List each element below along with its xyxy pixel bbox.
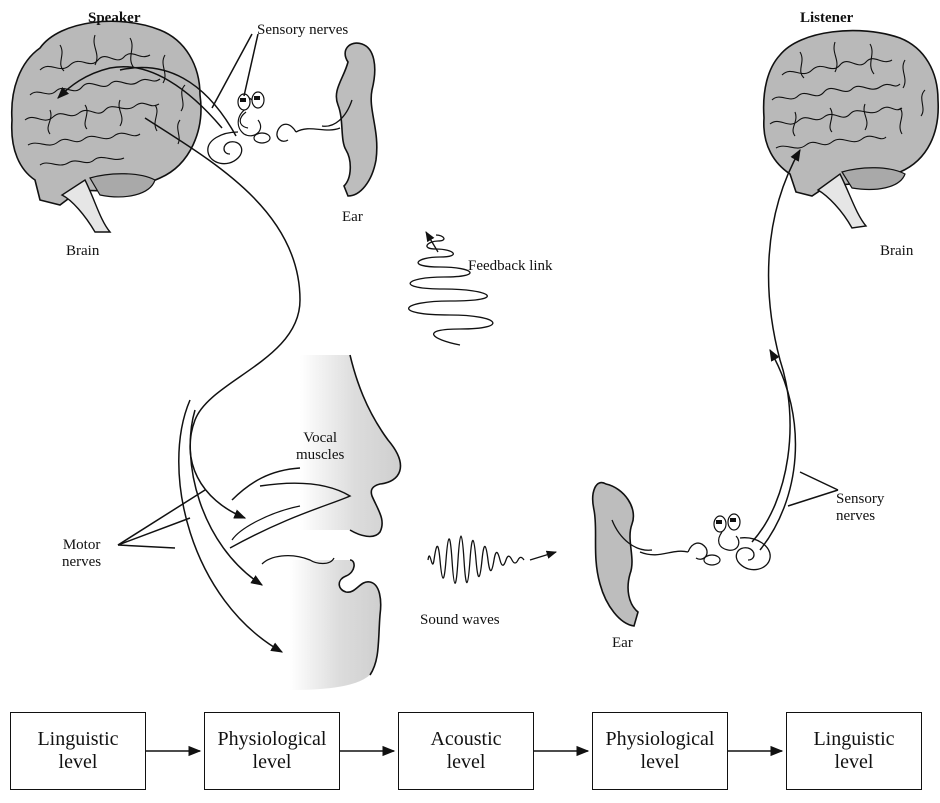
- physiological-level-listener-box: Physiological level: [592, 712, 728, 790]
- listener-ear-icon: [593, 483, 770, 626]
- linguistic-level-speaker-box: Linguistic level: [10, 712, 146, 790]
- motor-nerve-2: [190, 410, 262, 585]
- ear-top-label: Ear: [342, 209, 363, 226]
- level-box-label: Linguistic level: [813, 728, 894, 774]
- acoustic-level-box: Acoustic level: [398, 712, 534, 790]
- level-box-label: Physiological level: [218, 728, 327, 774]
- vocal-muscles-label: Vocal muscles: [296, 430, 344, 464]
- sensory-nerves-right-label: Sensory nerves: [836, 491, 884, 525]
- level-box-label: Acoustic level: [430, 728, 501, 774]
- listener-sensory-nerve-1: [752, 150, 800, 542]
- brain-left-label: Brain: [66, 243, 99, 260]
- motor-nerve-trunk: [145, 118, 300, 518]
- listener-brain-icon: [764, 31, 939, 228]
- speaker-title: Speaker: [88, 10, 141, 27]
- feedback-link-label: Feedback link: [468, 258, 553, 275]
- motor-nerve-3: [179, 400, 282, 652]
- sound-wave-icon: [428, 536, 556, 583]
- ear-bottom-label: Ear: [612, 635, 633, 652]
- sensory-nerves-top-label: Sensory nerves: [257, 22, 348, 39]
- physiological-level-speaker-box: Physiological level: [204, 712, 340, 790]
- sound-waves-label: Sound waves: [420, 612, 500, 629]
- motor-nerves-label: Motor nerves: [62, 537, 101, 571]
- level-box-label: Linguistic level: [37, 728, 118, 774]
- speaker-face-profile: [230, 355, 400, 690]
- listener-title: Listener: [800, 10, 853, 27]
- brain-right-label: Brain: [880, 243, 913, 260]
- level-box-label: Physiological level: [606, 728, 715, 774]
- feedback-wave-icon: [409, 232, 493, 345]
- listener-sensory-nerve-2: [760, 350, 795, 550]
- linguistic-level-listener-box: Linguistic level: [786, 712, 922, 790]
- speaker-brain-icon: [12, 21, 201, 232]
- speaker-ear-icon: [208, 43, 377, 196]
